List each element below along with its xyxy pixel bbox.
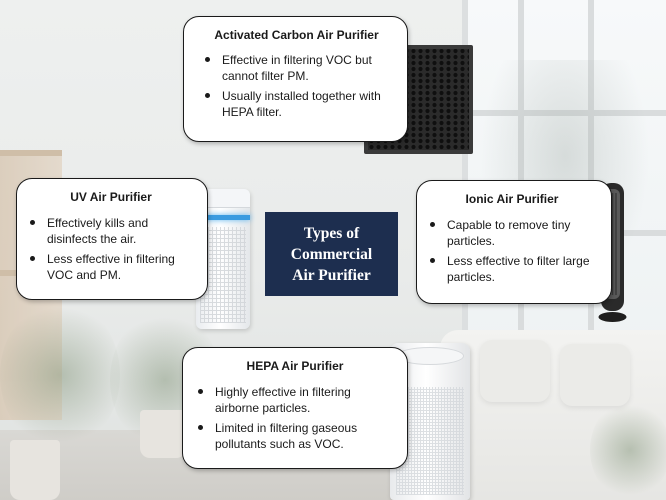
- card-point: Capable to remove tiny particles.: [425, 217, 599, 249]
- card-activated-carbon: Activated Carbon Air Purifier Effective …: [183, 16, 408, 142]
- card-uv: UV Air Purifier Effectively kills and di…: [16, 178, 208, 300]
- card-point: Usually installed together with HEPA fil…: [200, 88, 393, 120]
- card-point-list: Effective in filtering VOC but cannot fi…: [200, 52, 393, 120]
- bullet-icon: [198, 425, 203, 430]
- pot-center: [140, 410, 186, 458]
- card-point: Less effective in filtering VOC and PM.: [25, 251, 197, 283]
- bullet-icon: [30, 220, 35, 225]
- plant-right: [590, 400, 666, 500]
- card-ionic: Ionic Air Purifier Capable to remove tin…: [416, 180, 612, 304]
- card-title: UV Air Purifier: [70, 190, 152, 204]
- card-title: HEPA Air Purifier: [246, 359, 344, 373]
- bullet-icon: [205, 57, 210, 62]
- card-point: Limited in filtering gaseous pollutants …: [193, 420, 397, 452]
- center-title-line-2: Commercial: [290, 245, 373, 263]
- center-title-line-1: Types of: [303, 224, 360, 242]
- sofa: [440, 330, 666, 500]
- bullet-icon: [430, 258, 435, 263]
- card-point-list: Effectively kills and disinfects the air…: [25, 215, 197, 283]
- card-point-list: Highly effective in filtering airborne p…: [193, 384, 397, 452]
- card-point: Effective in filtering VOC but cannot fi…: [200, 52, 393, 84]
- pot-left: [10, 440, 60, 500]
- card-title: Activated Carbon Air Purifier: [214, 28, 379, 42]
- card-hepa: HEPA Air Purifier Highly effective in fi…: [182, 347, 408, 469]
- card-point: Less effective to filter large particles…: [425, 253, 599, 285]
- bullet-icon: [430, 222, 435, 227]
- center-title-box: Types of Commercial Air Purifier: [265, 212, 398, 296]
- card-title: Ionic Air Purifier: [465, 192, 559, 206]
- bullet-icon: [198, 389, 203, 394]
- plant-left: [0, 300, 120, 450]
- card-point: Effectively kills and disinfects the air…: [25, 215, 197, 247]
- bullet-icon: [30, 256, 35, 261]
- bullet-icon: [205, 93, 210, 98]
- card-point-list: Capable to remove tiny particles. Less e…: [425, 217, 599, 285]
- card-point: Highly effective in filtering airborne p…: [193, 384, 397, 416]
- center-title-line-3: Air Purifier: [292, 266, 371, 284]
